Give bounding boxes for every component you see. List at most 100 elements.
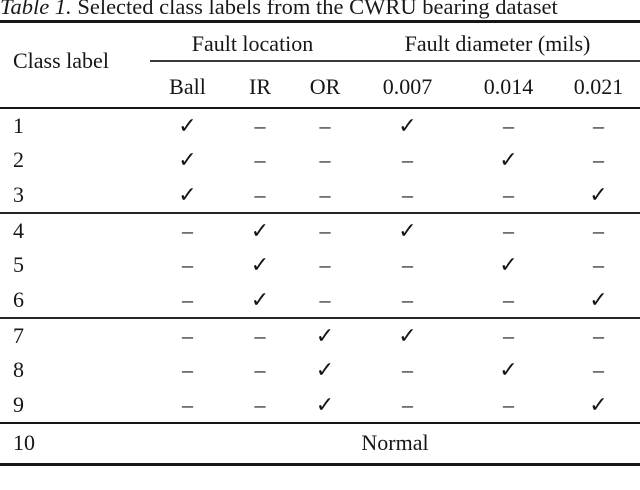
col-header-ir: IR bbox=[225, 60, 295, 109]
table-row: 2 ✓ – – – ✓ – bbox=[0, 143, 640, 178]
table-row: 3 ✓ – – – – ✓ bbox=[0, 177, 640, 214]
dash-mark: – bbox=[254, 357, 266, 382]
cell: ✓ bbox=[557, 177, 640, 214]
cell: – bbox=[295, 108, 355, 143]
cell: – bbox=[225, 177, 295, 214]
cell: ✓ bbox=[355, 318, 460, 353]
dash-mark: – bbox=[319, 181, 331, 207]
row-label: 10 bbox=[13, 430, 35, 456]
table-row: 1 ✓ – – ✓ – – bbox=[0, 108, 640, 143]
cell: ✓ bbox=[460, 248, 557, 283]
check-mark: ✓ bbox=[499, 147, 518, 172]
row-label: 5 bbox=[13, 252, 24, 277]
check-mark: ✓ bbox=[499, 252, 518, 277]
row-label: 1 bbox=[13, 112, 24, 138]
dash-mark: – bbox=[402, 252, 413, 277]
dash-mark: – bbox=[503, 181, 514, 207]
check-mark: ✓ bbox=[178, 112, 197, 138]
table-footer-row: 10 Normal bbox=[0, 423, 640, 465]
cell: – bbox=[150, 353, 225, 388]
cell: ✓ bbox=[295, 318, 355, 353]
row-label: 9 bbox=[0, 387, 150, 424]
normal-cell: Normal bbox=[361, 430, 429, 456]
table-caption-text: Selected class labels from the CWRU bear… bbox=[71, 0, 558, 19]
check-mark: ✓ bbox=[589, 391, 608, 417]
cell: – bbox=[225, 318, 295, 353]
cell: – bbox=[225, 353, 295, 388]
cell: – bbox=[460, 318, 557, 353]
cell: ✓ bbox=[150, 108, 225, 143]
cell: – bbox=[355, 177, 460, 214]
cell: – bbox=[295, 143, 355, 178]
dash-mark: – bbox=[319, 147, 331, 172]
col-header-0014: 0.014 bbox=[460, 60, 557, 109]
cell: – bbox=[150, 318, 225, 353]
cell: ✓ bbox=[460, 353, 557, 388]
cell: – bbox=[557, 353, 640, 388]
row-label: 2 bbox=[13, 147, 24, 172]
check-mark: ✓ bbox=[398, 322, 417, 348]
cell: ✓ bbox=[557, 387, 640, 424]
table-row: 7 – – ✓ ✓ – – bbox=[0, 318, 640, 353]
dash-mark: – bbox=[402, 147, 413, 172]
dash-mark: – bbox=[319, 286, 331, 312]
cell: – bbox=[150, 213, 225, 248]
table-row: 9 – – ✓ – – ✓ bbox=[0, 387, 640, 424]
table-row: 5 – ✓ – – ✓ – bbox=[0, 248, 640, 283]
cell: – bbox=[225, 108, 295, 143]
cell: ✓ bbox=[150, 177, 225, 214]
cell: – bbox=[557, 108, 640, 143]
check-mark: ✓ bbox=[178, 181, 197, 207]
dash-mark: – bbox=[593, 147, 604, 172]
cell: ✓ bbox=[225, 248, 295, 283]
cell: ✓ bbox=[225, 282, 295, 319]
cell: – bbox=[460, 213, 557, 248]
class-labels-table: Class label Fault location Fault diamete… bbox=[0, 20, 640, 466]
dash-mark: – bbox=[254, 147, 266, 172]
cell: – bbox=[295, 177, 355, 214]
check-mark: ✓ bbox=[315, 357, 335, 382]
dash-mark: – bbox=[182, 252, 193, 277]
group-header-row: Class label Fault location Fault diamete… bbox=[0, 21, 640, 109]
row-label: 4 bbox=[13, 217, 24, 243]
cell: – bbox=[150, 387, 225, 424]
cell: ✓ bbox=[355, 213, 460, 248]
dash-mark: – bbox=[593, 112, 604, 138]
dash-mark: – bbox=[402, 286, 413, 312]
row-label: 6 bbox=[0, 282, 150, 319]
check-mark: ✓ bbox=[398, 112, 417, 138]
dash-mark: – bbox=[182, 391, 193, 417]
cell: – bbox=[355, 387, 460, 424]
col-header-0021: 0.021 bbox=[557, 60, 640, 109]
check-mark: ✓ bbox=[250, 286, 270, 312]
dash-mark: – bbox=[319, 252, 331, 277]
dash-mark: – bbox=[503, 322, 514, 348]
dash-mark: – bbox=[254, 322, 266, 348]
cell: – bbox=[557, 143, 640, 178]
cell: ✓ bbox=[557, 282, 640, 319]
check-mark: ✓ bbox=[250, 217, 270, 243]
cell: – bbox=[460, 387, 557, 424]
dash-mark: – bbox=[593, 357, 604, 382]
check-mark: ✓ bbox=[589, 181, 608, 207]
dash-mark: – bbox=[503, 286, 514, 312]
table-caption-label: Table 1. bbox=[0, 0, 72, 19]
cell: – bbox=[460, 108, 557, 143]
cell: – bbox=[355, 248, 460, 283]
cell: – bbox=[150, 248, 225, 283]
cell: ✓ bbox=[460, 143, 557, 178]
table-row: 8 – – ✓ – ✓ – bbox=[0, 353, 640, 388]
dash-mark: – bbox=[254, 181, 266, 207]
dash-mark: – bbox=[593, 217, 604, 243]
col-header-0007: 0.007 bbox=[355, 60, 460, 109]
cell: – bbox=[295, 213, 355, 248]
table-row: 4 – ✓ – ✓ – – bbox=[0, 213, 640, 248]
check-mark: ✓ bbox=[499, 357, 518, 382]
col-header-ball: Ball bbox=[150, 60, 225, 109]
dash-mark: – bbox=[319, 112, 331, 138]
check-mark: ✓ bbox=[398, 217, 417, 243]
check-mark: ✓ bbox=[315, 322, 335, 348]
sub-header-row: Ball IR OR 0.007 0.014 0.021 bbox=[0, 60, 640, 109]
dash-mark: – bbox=[182, 217, 193, 243]
